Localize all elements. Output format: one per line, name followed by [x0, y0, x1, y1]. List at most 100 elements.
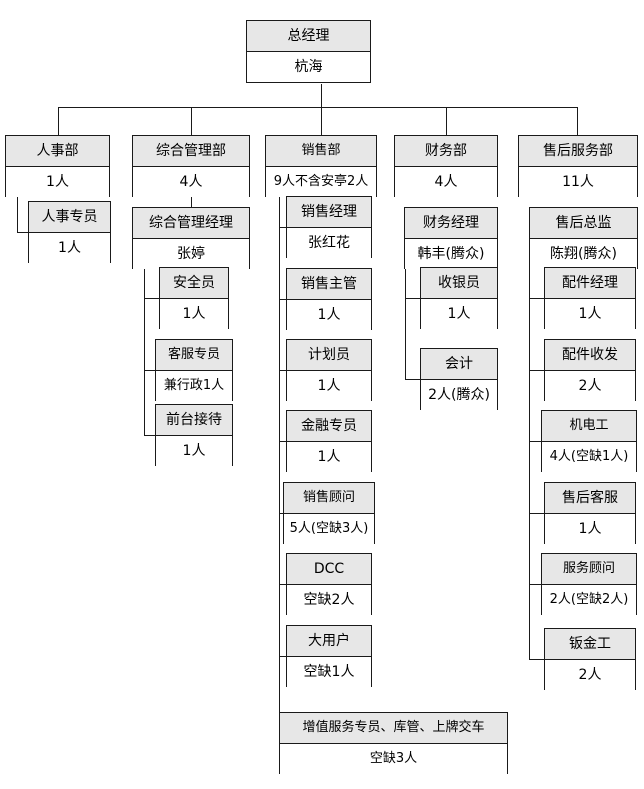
- node-detail: 1人: [545, 514, 635, 544]
- connector-finance-spine: [405, 259, 406, 379]
- connector-admin-elbow-2: [144, 370, 160, 371]
- node-title: 财务经理: [405, 208, 497, 239]
- node-planner[interactable]: 计划员 1人: [286, 339, 372, 401]
- node-title: 配件收发: [545, 340, 635, 371]
- node-aftersales-cs[interactable]: 售后客服 1人: [544, 482, 636, 544]
- node-detail: 1人: [287, 442, 371, 472]
- node-detail: 1人: [156, 436, 232, 466]
- connector-hr-elbow-1: [17, 232, 33, 233]
- node-finance-specialist[interactable]: 金融专员 1人: [286, 410, 372, 472]
- node-aftersales-director[interactable]: 售后总监 陈翔(腾众): [529, 207, 638, 269]
- connector-admin-spine: [144, 259, 145, 435]
- node-title: 钣金工: [545, 629, 635, 660]
- node-title: 前台接待: [156, 405, 232, 436]
- node-front-desk[interactable]: 前台接待 1人: [155, 404, 233, 466]
- node-title: 人事专员: [29, 202, 110, 233]
- node-title: 财务部: [395, 136, 497, 167]
- node-title: 客服专员: [156, 340, 232, 371]
- connector-hr-spine: [17, 197, 18, 232]
- node-dcc[interactable]: DCC 空缺2人: [286, 553, 372, 615]
- node-sales-department[interactable]: 销售部 9人不含安亭2人: [265, 135, 377, 197]
- node-title: 销售经理: [287, 197, 371, 228]
- node-title: 售后总监: [530, 208, 637, 239]
- connector-drop-hr: [58, 107, 59, 135]
- node-title: 配件经理: [545, 268, 635, 299]
- node-title: 计划员: [287, 340, 371, 371]
- node-detail: 4人: [395, 167, 497, 197]
- connector-aftersales-elbow-2: [529, 370, 545, 371]
- node-title: 人事部: [6, 136, 109, 167]
- connector-aftersales-elbow-6: [529, 659, 545, 660]
- node-title: 销售部: [266, 136, 376, 167]
- node-detail: 空缺2人: [287, 585, 371, 615]
- node-aftersales-department[interactable]: 售后服务部 11人: [518, 135, 638, 197]
- node-title: 综合管理经理: [133, 208, 249, 239]
- node-hr-department[interactable]: 人事部 1人: [5, 135, 110, 197]
- node-sales-consultant[interactable]: 销售顾问 5人(空缺3人): [283, 482, 375, 544]
- node-detail: 9人不含安亭2人: [266, 167, 376, 197]
- connector-aftersales-spine: [529, 259, 530, 659]
- node-value-added-services[interactable]: 增值服务专员、库管、上牌交车 空缺3人: [279, 712, 508, 774]
- node-detail: 张红花: [287, 228, 371, 258]
- node-title: 综合管理部: [133, 136, 249, 167]
- node-title: 售后服务部: [519, 136, 637, 167]
- connector-sales-spine: [279, 197, 280, 727]
- node-detail: 4人: [133, 167, 249, 197]
- node-detail: 11人: [519, 167, 637, 197]
- node-admin-manager[interactable]: 综合管理经理 张婷: [132, 207, 250, 269]
- node-title: 大用户: [287, 626, 371, 657]
- connector-drop-aftersales: [577, 107, 578, 135]
- node-title: 会计: [421, 349, 497, 380]
- node-title: 服务顾问: [542, 554, 636, 585]
- connector-root-bus: [58, 107, 577, 108]
- node-detail: 2人: [545, 371, 635, 401]
- node-title: 安全员: [160, 268, 228, 299]
- node-key-account[interactable]: 大用户 空缺1人: [286, 625, 372, 687]
- node-sales-manager[interactable]: 销售经理 张红花: [286, 196, 372, 258]
- node-sales-supervisor[interactable]: 销售主管 1人: [286, 268, 372, 330]
- node-detail: 1人: [287, 371, 371, 401]
- node-detail: 韩丰(腾众): [405, 239, 497, 269]
- node-detail: 1人: [287, 300, 371, 330]
- node-accountant[interactable]: 会计 2人(腾众): [420, 348, 498, 410]
- node-detail: 陈翔(腾众): [530, 239, 637, 269]
- node-general-manager[interactable]: 总经理 杭海: [246, 20, 371, 83]
- connector-aftersales-elbow-1: [529, 298, 545, 299]
- node-safety-officer[interactable]: 安全员 1人: [159, 267, 229, 329]
- node-parts-handling[interactable]: 配件收发 2人: [544, 339, 636, 401]
- node-detail: 杭海: [247, 52, 370, 82]
- node-title: 售后客服: [545, 483, 635, 514]
- connector-aftersales-elbow-3: [529, 441, 545, 442]
- node-service-advisor[interactable]: 服务顾问 2人(空缺2人): [541, 553, 637, 615]
- node-detail: 5人(空缺3人): [284, 514, 374, 544]
- connector-drop-finance: [446, 107, 447, 135]
- node-admin-department[interactable]: 综合管理部 4人: [132, 135, 250, 197]
- node-detail: 1人: [421, 299, 497, 329]
- node-cashier[interactable]: 收银员 1人: [420, 267, 498, 329]
- node-title: 增值服务专员、库管、上牌交车: [280, 713, 507, 744]
- node-detail: 空缺1人: [287, 657, 371, 687]
- node-detail: 1人: [160, 299, 228, 329]
- node-detail: 4人(空缺1人): [542, 442, 636, 472]
- node-finance-department[interactable]: 财务部 4人: [394, 135, 498, 197]
- node-cs-specialist[interactable]: 客服专员 兼行政1人: [155, 339, 233, 401]
- node-detail: 2人: [545, 660, 635, 690]
- node-hr-specialist[interactable]: 人事专员 1人: [28, 201, 111, 263]
- node-electrician[interactable]: 机电工 4人(空缺1人): [541, 410, 637, 472]
- connector-admin-elbow-1: [144, 298, 160, 299]
- node-title: DCC: [287, 554, 371, 585]
- node-title: 收银员: [421, 268, 497, 299]
- connector-aftersales-elbow-4: [529, 513, 545, 514]
- node-detail: 空缺3人: [280, 744, 507, 774]
- node-finance-manager[interactable]: 财务经理 韩丰(腾众): [404, 207, 498, 269]
- node-detail: 张婷: [133, 239, 249, 269]
- node-sheet-metal[interactable]: 钣金工 2人: [544, 628, 636, 690]
- node-detail: 1人: [29, 233, 110, 263]
- node-title: 销售主管: [287, 269, 371, 300]
- node-title: 总经理: [247, 21, 370, 52]
- connector-drop-admin: [191, 107, 192, 135]
- connector-aftersales-elbow-5: [529, 584, 545, 585]
- node-parts-manager[interactable]: 配件经理 1人: [544, 267, 636, 329]
- connector-admin-elbow-3: [144, 435, 160, 436]
- connector-admin-stem: [191, 197, 192, 207]
